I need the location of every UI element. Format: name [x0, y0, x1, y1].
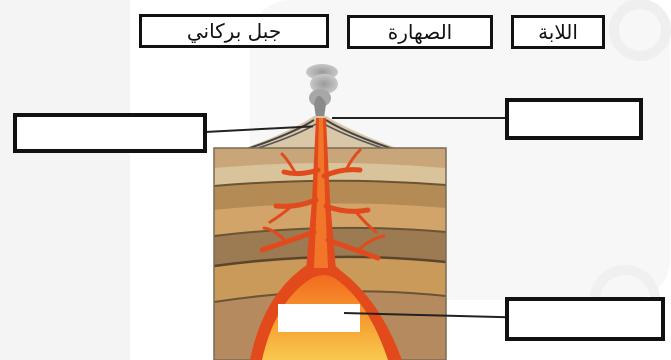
answer-box-bottom-right[interactable]: [505, 297, 665, 341]
chamber-label-slot: [278, 304, 360, 332]
answer-box-top-right[interactable]: [505, 98, 643, 140]
answer-box-top-left[interactable]: [13, 113, 207, 153]
smoke-plume: [306, 64, 338, 118]
leader-line-top-right: [332, 117, 508, 119]
